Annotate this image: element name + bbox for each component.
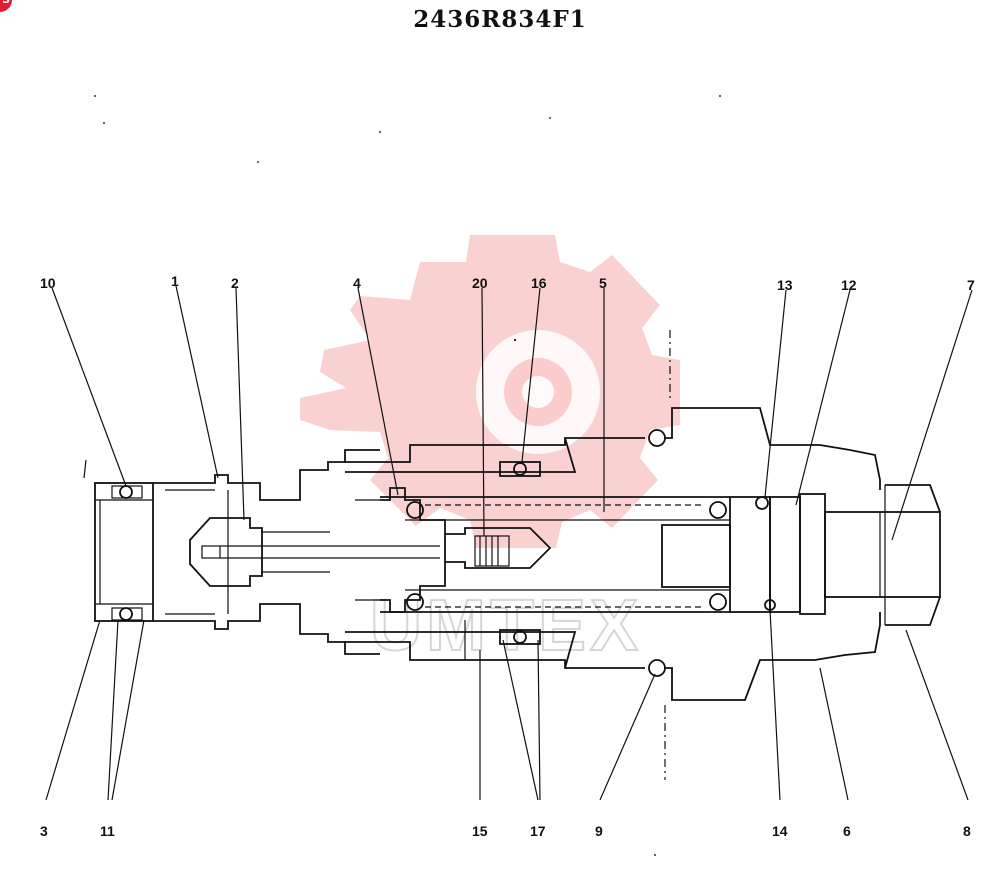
callout-15: 15 [472, 823, 488, 839]
callout-5: 5 [599, 275, 607, 291]
leader-lines [45, 285, 973, 801]
scan-specks [83, 95, 721, 856]
callout-14: 14 [772, 823, 788, 839]
callout-16: 16 [531, 275, 547, 291]
callout-17: 17 [530, 823, 546, 839]
callout-20: 20 [472, 275, 488, 291]
callout-2: 2 [231, 275, 239, 291]
callout-8: 8 [963, 823, 971, 839]
callout-13: 13 [777, 277, 793, 293]
callout-1: 1 [171, 273, 179, 289]
drawing-title: 2436R834F1 [413, 6, 587, 33]
callout-10: 10 [40, 275, 56, 291]
callout-4: 4 [353, 275, 361, 291]
callout-12: 12 [841, 277, 857, 293]
callout-6: 6 [843, 823, 851, 839]
callouts-bottom: 3 11 15 17 9 14 6 8 [40, 823, 971, 839]
callouts-top: 10 1 2 4 20 16 5 13 12 7 [40, 273, 975, 293]
watermark-text: UMTEX [370, 586, 642, 666]
callout-3: 3 [40, 823, 48, 839]
callout-9: 9 [595, 823, 603, 839]
watermark-logo [300, 235, 680, 548]
callout-7: 7 [967, 277, 975, 293]
valve-body [94, 330, 941, 780]
callout-11: 11 [100, 823, 115, 839]
